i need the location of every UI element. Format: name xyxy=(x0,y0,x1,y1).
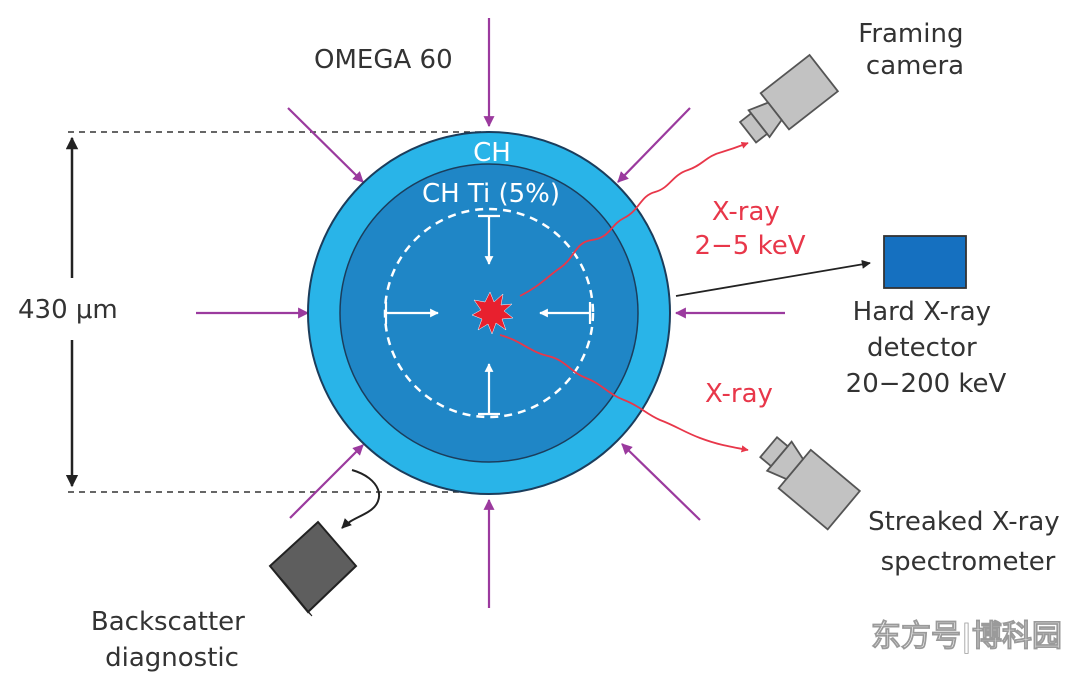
laser-beam-bottom-right xyxy=(621,443,701,521)
xray-to-framing-camera xyxy=(519,141,749,297)
hard-xray-detector-label: Hard X-ray detector 20−200 keV xyxy=(846,297,1007,399)
laser-beam-top-right xyxy=(617,107,691,183)
framing-camera-icon xyxy=(738,53,840,144)
implosion-arrows xyxy=(384,214,592,416)
watermark-text: 东方号|博科园 xyxy=(871,619,1062,654)
diameter-dimension xyxy=(65,131,490,493)
backscatter-label: Backscatter diagnostic xyxy=(91,607,253,673)
streaked-spectrometer-label: Streaked X-ray spectrometer xyxy=(868,507,1068,577)
framing-camera-label: Framing camera xyxy=(858,19,971,81)
xray-to-streaked-spectrometer xyxy=(499,334,749,453)
xray-top-label: X-ray 2−5 keV xyxy=(694,197,805,261)
laser-beam-top-left xyxy=(287,107,364,183)
ch-label: CH xyxy=(473,138,511,168)
hard-xray-line xyxy=(675,259,871,297)
backscatter-curved-arrow xyxy=(341,469,380,529)
hard-xray-detector-box-icon xyxy=(883,235,967,289)
streaked-spectrometer-camera-icon xyxy=(759,435,862,531)
omega-label: OMEGA 60 xyxy=(314,45,453,75)
xray-emissions xyxy=(499,141,749,453)
backscatter-device-icon xyxy=(268,469,380,617)
ch-ti-label: CH Ti (5%) xyxy=(422,179,560,209)
xray-bottom-label: X-ray xyxy=(705,379,773,409)
hot-spot-starburst-icon xyxy=(471,291,514,335)
diameter-label: 430 μm xyxy=(18,295,118,325)
laser-beam-bottom-left xyxy=(289,444,364,519)
laser-beams xyxy=(196,18,785,608)
